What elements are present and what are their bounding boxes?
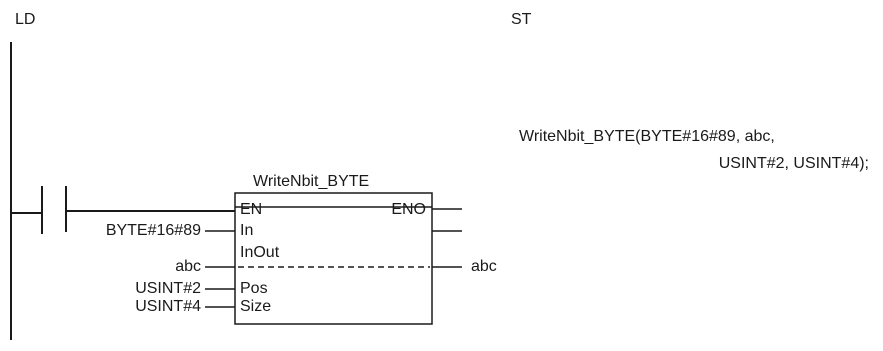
function-block-box	[234, 192, 433, 325]
arg-in: BYTE#16#89	[105, 222, 201, 239]
arg-inout-out: abc	[471, 258, 497, 275]
st-code-line-2: USINT#2, USINT#4);	[718, 155, 869, 172]
ld-header: LD	[15, 11, 36, 28]
pin-size: Size	[240, 298, 272, 315]
pin-pos: Pos	[240, 280, 268, 297]
st-code-line-1: WriteNbit_BYTE(BYTE#16#89, abc,	[519, 128, 775, 145]
function-block-name: WriteNbit_BYTE	[253, 173, 370, 190]
arg-inout-in: abc	[175, 258, 201, 275]
pin-inout: InOut	[240, 244, 280, 261]
pin-in: In	[240, 222, 254, 239]
st-header: ST	[511, 11, 532, 28]
pin-en: EN	[240, 201, 263, 218]
arg-pos: USINT#2	[135, 280, 201, 297]
pin-eno: ENO	[391, 201, 426, 218]
arg-size: USINT#4	[135, 298, 201, 315]
